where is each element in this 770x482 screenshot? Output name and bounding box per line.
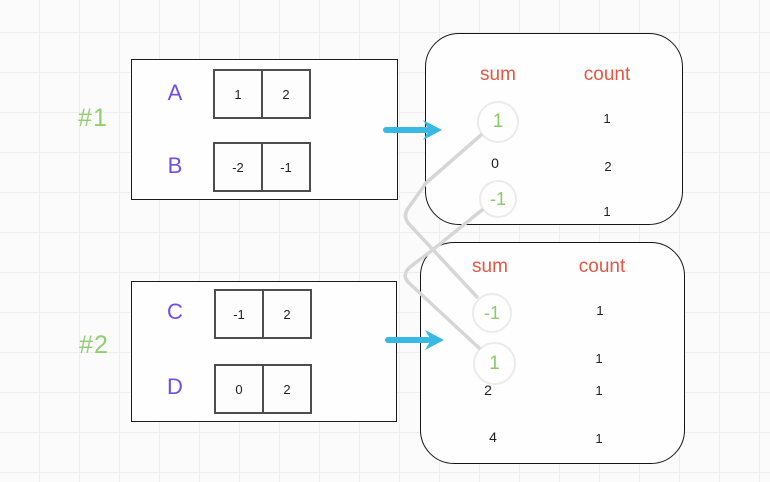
array-c-name: C xyxy=(167,299,183,324)
group-1-array-box: A 1 2 B -2 -1 xyxy=(131,59,398,200)
group-1-count-header: count xyxy=(583,64,631,85)
array-b-cell-1: -1 xyxy=(261,142,311,192)
group-2-sum-row-0-highlighted: -1 xyxy=(472,293,512,333)
group-1-sum-row-1: 0 xyxy=(491,155,499,171)
group-2-result-box: sum count -1 1 1 1 2 1 4 1 xyxy=(420,242,685,464)
array-d-cell-1: 2 xyxy=(262,364,312,414)
array-a-name: A xyxy=(167,80,183,105)
array-d-cell-0: 0 xyxy=(214,364,264,414)
group-1-count-row-1: 2 xyxy=(604,159,612,174)
array-a-cell-0: 1 xyxy=(213,69,263,119)
group-1-sum-header: sum xyxy=(480,64,516,85)
group-2-count-row-1: 1 xyxy=(595,351,603,366)
group-2-sum-row-3: 4 xyxy=(489,429,497,445)
group-1-count-row-2: 1 xyxy=(603,204,611,219)
group-2-count-header: count xyxy=(578,256,626,277)
array-b-cell-0: -2 xyxy=(213,142,263,192)
group-2-count-row-2: 1 xyxy=(595,383,603,398)
array-d-cells: 0 2 xyxy=(214,364,312,414)
array-c-cell-0: -1 xyxy=(214,289,264,339)
group-2-label: #2 xyxy=(79,331,109,359)
array-a-cell-1: 2 xyxy=(261,69,311,119)
group-2-sum-row-2: 2 xyxy=(484,382,492,398)
array-c-cells: -1 2 xyxy=(214,289,312,339)
array-d-name: D xyxy=(167,374,183,399)
group-2-sum-row-1-highlighted: 1 xyxy=(473,342,516,385)
group-1-result-box: sum count 1 1 0 2 -1 1 xyxy=(425,33,683,225)
group-1-sum-row-0-highlighted: 1 xyxy=(477,101,519,143)
array-a-cells: 1 2 xyxy=(213,69,311,119)
group-2-count-row-0: 1 xyxy=(596,303,604,318)
array-b-cells: -2 -1 xyxy=(213,142,311,192)
group-2-array-box: C -1 2 D 0 2 xyxy=(131,281,397,422)
group-2-count-row-3: 1 xyxy=(595,431,603,446)
group-1-sum-row-2-highlighted: -1 xyxy=(479,180,517,218)
array-c-cell-1: 2 xyxy=(262,289,312,339)
group-1-count-row-0: 1 xyxy=(603,111,611,126)
array-b-name: B xyxy=(167,153,183,178)
group-1-label: #1 xyxy=(78,104,108,132)
group-2-sum-header: sum xyxy=(472,256,508,277)
